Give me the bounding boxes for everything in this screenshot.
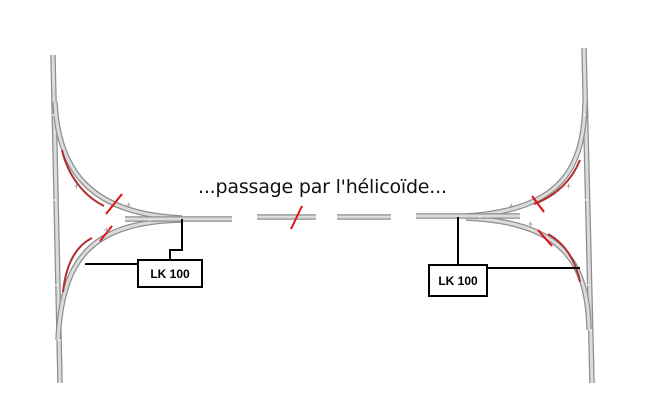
left-cut-mark-lower	[99, 225, 113, 242]
right-track-assembly	[416, 47, 595, 384]
helix-passage-caption: ...passage par l'hélicoïde...	[198, 176, 447, 198]
left-wire-main	[169, 219, 183, 259]
middle-cut-mark	[290, 205, 303, 230]
lk100-module-right: LK 100	[428, 264, 488, 297]
left-upper-curve	[52, 101, 183, 221]
left-cut-mark-upper	[105, 193, 123, 215]
middle-track-segments	[257, 205, 391, 230]
lk100-module-left: LK 100	[137, 259, 203, 288]
right-red-highlight-upper	[533, 159, 581, 205]
right-cut-mark-lower	[537, 229, 553, 247]
right-red-highlight-lower	[547, 233, 581, 283]
right-upper-curve	[465, 101, 588, 219]
left-track-assembly	[50, 54, 232, 384]
right-cut-mark-upper	[531, 195, 545, 213]
left-red-highlight-lower	[62, 237, 93, 293]
left-red-highlight-upper	[61, 149, 105, 207]
